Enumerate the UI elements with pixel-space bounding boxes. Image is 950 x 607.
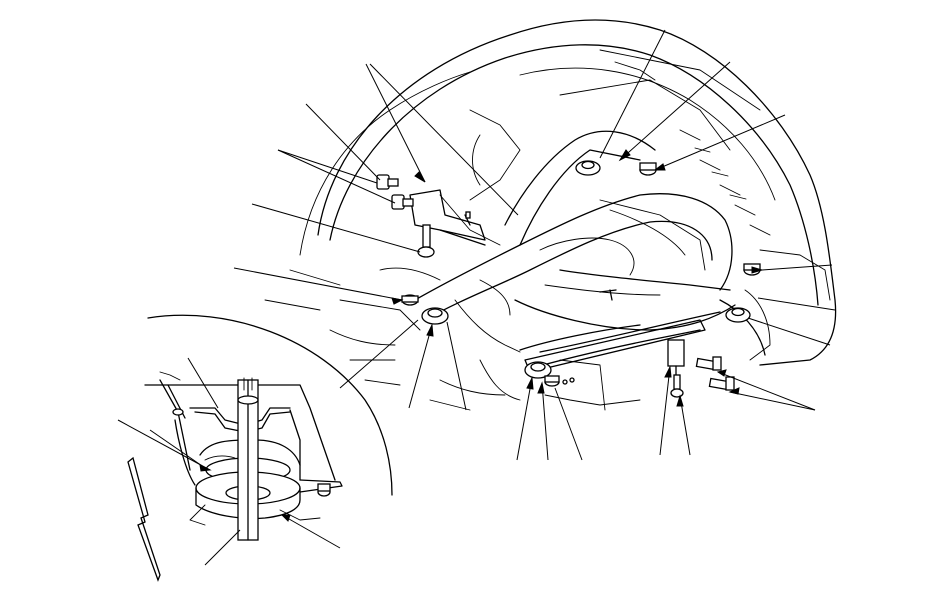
leader-line <box>446 321 467 411</box>
leader-line <box>541 382 549 461</box>
leader-line <box>747 317 831 346</box>
leader-line <box>729 391 816 411</box>
bolts <box>376 160 761 398</box>
lower-arm <box>524 311 721 373</box>
leader-line <box>408 324 433 409</box>
mount-bolt-icon <box>417 224 435 258</box>
front-subframe <box>264 109 736 411</box>
leader-line <box>516 377 533 461</box>
stop-bracket <box>667 339 685 398</box>
washer-nut-icon <box>524 361 552 379</box>
vehicle-body-outline <box>299 19 837 366</box>
leader-line <box>554 387 583 461</box>
leader-line <box>277 149 378 184</box>
leader-line <box>149 429 209 471</box>
leader-line <box>757 297 836 311</box>
leader-line <box>654 114 786 171</box>
flange-bolt-icon <box>695 356 722 371</box>
nut-icon <box>544 375 560 387</box>
leader-line <box>717 371 816 411</box>
leader-line <box>277 149 396 204</box>
flange-bolt-icon <box>376 174 399 190</box>
leader-line <box>233 267 403 301</box>
leader-line <box>251 203 421 253</box>
callout-leaders <box>233 29 836 461</box>
leader-line <box>619 61 731 161</box>
leader-line <box>761 264 833 271</box>
nut-icon <box>639 162 657 176</box>
leader-line <box>365 63 426 183</box>
leader-line <box>117 419 211 471</box>
leader-line <box>599 29 666 159</box>
leader-line <box>204 529 241 566</box>
washer-nut-icon <box>725 307 751 323</box>
washer-nut-icon <box>575 160 601 176</box>
flange-bolt-icon <box>391 194 414 210</box>
detail-magnified-view <box>117 314 393 566</box>
nut-icon <box>401 294 419 306</box>
washer-nut-icon <box>421 307 449 325</box>
leader-line <box>281 514 341 549</box>
leader-line <box>369 63 519 216</box>
leader-line <box>305 103 381 181</box>
leader-line <box>187 357 219 409</box>
detail-zoom-line <box>339 319 419 389</box>
stiffener-bracket <box>409 189 486 246</box>
leader-line <box>659 366 671 456</box>
flange-bolt-icon <box>708 376 735 391</box>
forward-direction-arrow-icon <box>127 456 161 582</box>
